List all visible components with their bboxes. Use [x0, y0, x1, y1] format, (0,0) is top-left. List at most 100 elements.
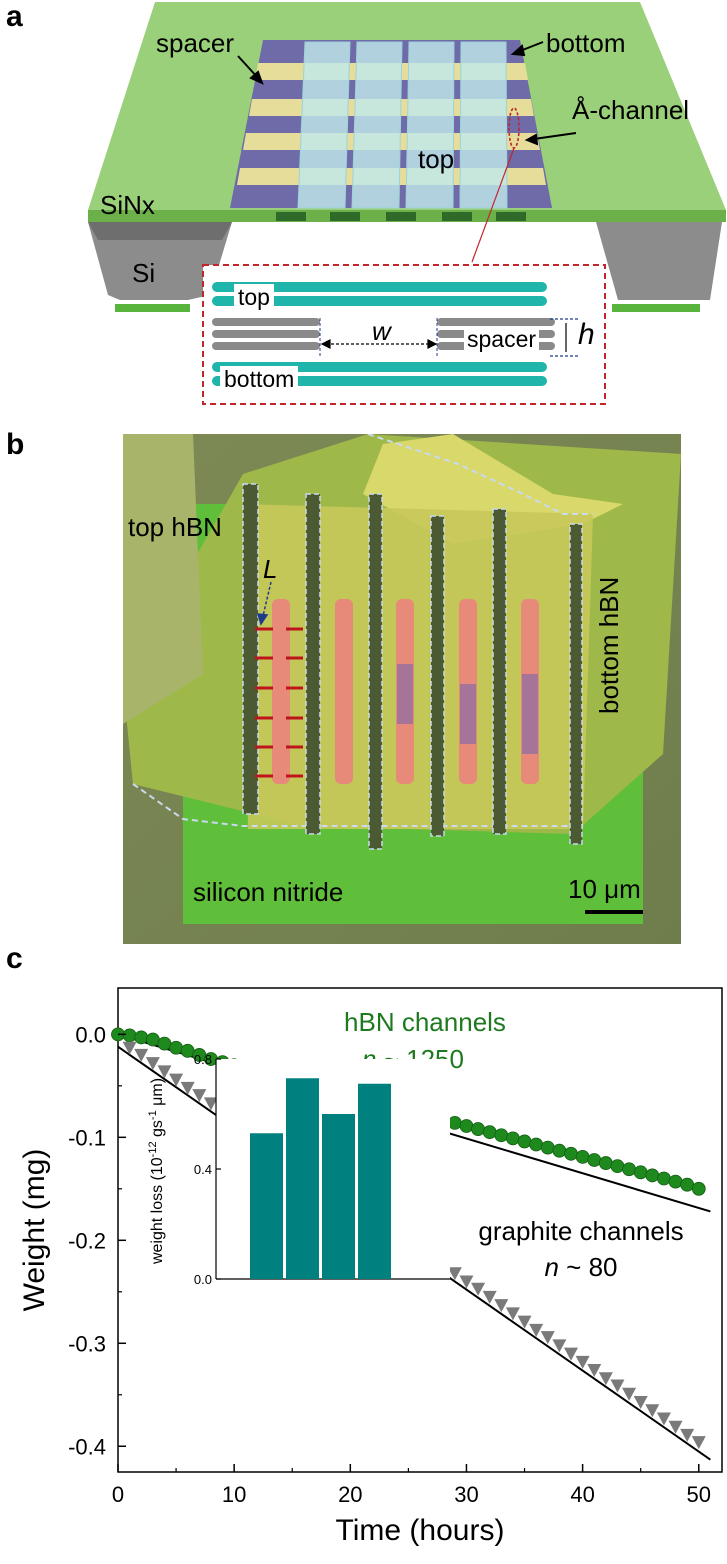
hbn-point	[633, 1165, 648, 1180]
graphite-point	[157, 1065, 172, 1079]
label-scale: 10 μm	[568, 874, 641, 904]
graphite-n: n	[544, 1252, 558, 1282]
graphite-point	[564, 1347, 578, 1361]
hbn-point	[180, 1043, 195, 1058]
graphite-point	[645, 1404, 660, 1418]
graphite-point	[134, 1048, 149, 1062]
inset-label-w: w	[372, 316, 391, 346]
graphite-point	[169, 1073, 184, 1087]
inset-bar	[322, 1114, 355, 1279]
label-top: top	[418, 144, 455, 174]
x-tick-label: 0	[112, 1482, 124, 1507]
graphite-point	[122, 1041, 137, 1055]
y-tick-label: -0.3	[68, 1331, 106, 1356]
inset-bars	[250, 1078, 391, 1279]
flake-edge-left	[123, 434, 203, 724]
graphite-point	[633, 1395, 648, 1409]
hbn-point	[157, 1036, 172, 1051]
panel-letter-a: a	[6, 0, 23, 33]
graphite-annotation-count: n ~ 80	[544, 1252, 617, 1282]
hbn-annotation-title: hBN channels	[344, 1007, 506, 1037]
inset-label-spacer: spacer	[464, 326, 540, 353]
inset-label-bottom: bottom	[220, 366, 299, 393]
inset-bar	[250, 1133, 283, 1279]
hbn-point	[657, 1171, 671, 1186]
inset-w-arrow	[320, 339, 438, 349]
inset-label-top: top	[234, 284, 274, 311]
hbn-point	[668, 1174, 683, 1189]
label-spacer: spacer	[156, 28, 235, 58]
graphite-point	[517, 1315, 532, 1329]
inset-y-title: weight loss (10-12 gs-1 μm)	[147, 1078, 166, 1265]
inset-bar	[286, 1078, 319, 1279]
hbn-point	[506, 1131, 520, 1146]
hbn-point	[447, 1116, 462, 1130]
top-fingers	[297, 41, 508, 209]
hbn-point	[587, 1153, 602, 1167]
x-tick-label: 10	[222, 1482, 246, 1507]
top-hbn-flake	[243, 504, 593, 829]
graphite-point	[471, 1282, 486, 1296]
hbn-point	[517, 1134, 532, 1149]
inset-y-tick-label: 0.4	[194, 1162, 212, 1177]
inset-y-tick-label: 0.8	[194, 1052, 212, 1067]
graphite-point	[459, 1275, 474, 1289]
x-tick-label: 50	[687, 1482, 711, 1507]
hbn-point	[575, 1149, 590, 1164]
label-sinx: SiNx	[100, 190, 155, 220]
sinx-bottom-right	[612, 304, 700, 312]
graphite-point	[192, 1089, 207, 1103]
hbn-point	[564, 1146, 578, 1161]
hbn-point	[598, 1156, 613, 1170]
y-tick-label: -0.2	[68, 1228, 106, 1253]
x-tick-label: 20	[338, 1482, 362, 1507]
graphite-point	[622, 1387, 637, 1401]
panel-letter-b: b	[6, 428, 25, 461]
inset-label-h: h	[578, 318, 595, 351]
si-support-right	[596, 222, 722, 300]
graphite-point	[656, 1412, 671, 1426]
optical-micrograph	[123, 434, 681, 944]
sinx-bottom-left	[115, 304, 190, 312]
inset-y-tick-label: 0.0	[194, 1272, 212, 1287]
inset-connector	[471, 147, 515, 263]
hbn-point	[540, 1140, 555, 1155]
inset-y-title-exp1: -12	[147, 1141, 159, 1157]
y-tick-label: -0.1	[68, 1125, 106, 1150]
hbn-point	[459, 1119, 474, 1133]
label-top-hbn: top hBN	[128, 512, 222, 542]
weight-loss-chart: 0 10 20 30 40 50 0.0 -0.1 -0.2 -0.3 -0.4 Time (hou…	[18, 987, 723, 1547]
graphite-point	[482, 1290, 497, 1304]
y-axis-title: Weight (mg)	[18, 1149, 51, 1312]
x-tick-label: 40	[570, 1482, 594, 1507]
hbn-point	[529, 1137, 544, 1152]
graphite-annotation-title: graphite channels	[478, 1216, 683, 1246]
hbn-point	[145, 1032, 160, 1047]
graphite-point	[494, 1299, 509, 1313]
y-tick-label: -0.4	[68, 1434, 106, 1459]
graphite-point	[552, 1339, 567, 1353]
hbn-point	[169, 1040, 183, 1055]
hbn-point	[471, 1122, 485, 1136]
hbn-point	[610, 1159, 625, 1174]
graphite-stripes	[242, 483, 583, 850]
x-axis-title: Time (hours)	[336, 1514, 505, 1547]
inset-y-title-c: μm)	[149, 1078, 166, 1110]
graphite-point	[447, 1267, 462, 1281]
x-tick-label: 30	[454, 1482, 478, 1507]
inset-y-title-exp2: -1	[147, 1110, 159, 1120]
graphite-point	[598, 1372, 613, 1386]
length-markers	[255, 627, 303, 778]
inset-y-title-b: gs	[149, 1120, 166, 1141]
plot-frame	[117, 987, 723, 1473]
hbn-point	[645, 1168, 660, 1183]
hbn-point	[122, 1028, 137, 1043]
inset-y-title-a: weight loss (10	[149, 1157, 166, 1265]
graphite-point	[540, 1331, 555, 1345]
graphite-point	[145, 1057, 160, 1071]
label-L: L	[263, 554, 278, 584]
schematic-arrows	[237, 41, 577, 146]
main-ticks: 0 10 20 30 40 50 0.0 -0.1 -0.2 -0.3 -0.4	[68, 1022, 711, 1507]
si-support-left	[88, 222, 232, 300]
graphite-point	[203, 1097, 218, 1111]
